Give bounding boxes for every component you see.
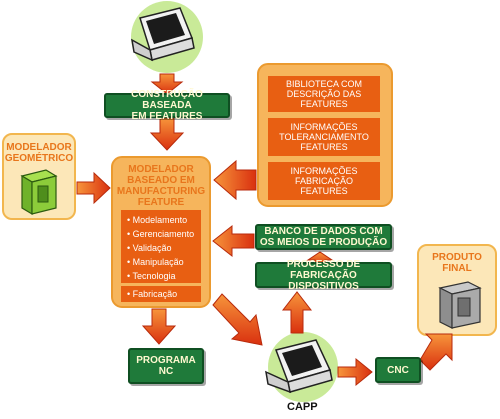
arrow-geometrico-to-mf — [76, 171, 111, 205]
programa-nc-label: PROGRAMA NC — [136, 355, 196, 377]
cad-part-icon — [20, 169, 58, 216]
programa-nc-box: PROGRAMA NC — [128, 348, 204, 384]
arrow-banco-to-mf — [212, 224, 255, 258]
processo-box: PROCESSO DE FABRICAÇÃO DISPOSITIVOS — [255, 259, 392, 292]
modelador-mf-items: • Modelamento • Gerenciamento • Validaçã… — [121, 210, 201, 283]
banco-box: BANCO DE DADOS COM OS MEIOS DE PRODUÇÃO — [255, 224, 392, 250]
library-item-biblioteca: BIBLIOTECA COM DESCRIÇÃO DAS FEATURES — [268, 76, 380, 112]
capp-computer-icon — [265, 339, 333, 394]
capp-label: CAPP — [287, 401, 318, 413]
produto-final-label: PRODUTO FINAL — [432, 252, 482, 274]
library-item-tolerancia: INFORMAÇÕES TOLERANCIAMENTO FEATURES — [268, 118, 380, 156]
arrow-computer-to-construcao — [150, 73, 184, 95]
arrow-mf-to-programa — [141, 308, 177, 345]
library-item-fabricacao: INFORMAÇÕES FABRICAÇÃO FEATURES — [268, 162, 380, 200]
mf-item-extra: • Fabricação — [127, 289, 178, 299]
cnc-box: CNC — [375, 357, 421, 383]
arrow-capp-to-processo — [281, 291, 313, 334]
feature-library-list: BIBLIOTECA COM DESCRIÇÃO DAS FEATURES IN… — [258, 64, 392, 206]
mf-item: • Modelamento — [127, 215, 188, 225]
computer-monitor-icon — [131, 7, 195, 62]
construcao-box: CONSTRUÇÃO BASEADA EM FEATURES — [104, 89, 230, 122]
mf-item: • Tecnologia — [127, 271, 176, 281]
construcao-label: CONSTRUÇÃO BASEADA EM FEATURES — [131, 89, 203, 122]
arrow-mf-to-capp — [212, 293, 263, 346]
modelador-mf-title: MODELADOR BASEADO EM MANUFACTURING FEATU… — [116, 164, 206, 208]
mf-item: • Manipulação — [127, 257, 184, 267]
mf-item: • Gerenciamento — [127, 229, 195, 239]
modelador-mf-extra: • Fabricação — [121, 286, 201, 302]
arrow-library-to-mf — [213, 159, 257, 201]
arrow-cnc-to-produto — [419, 333, 453, 371]
arrow-construcao-to-mf — [149, 117, 185, 151]
banco-label: BANCO DE DADOS COM OS MEIOS DE PRODUÇÃO — [259, 226, 388, 248]
mf-item: • Validação — [127, 243, 172, 253]
gray-part-icon — [438, 281, 482, 329]
modelador-geometrico-label: MODELADOR GEOMÉTRICO — [4, 142, 74, 164]
cnc-label: CNC — [387, 364, 409, 376]
arrow-capp-to-cnc — [337, 357, 373, 387]
processo-label: PROCESSO DE FABRICAÇÃO DISPOSITIVOS — [286, 258, 361, 292]
